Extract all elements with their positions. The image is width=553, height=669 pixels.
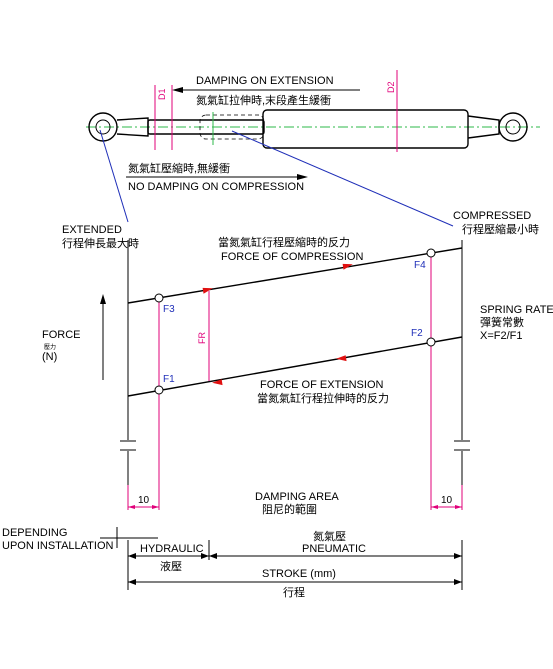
damping-on-extension-label: DAMPING ON EXTENSION bbox=[196, 75, 334, 87]
dim-left-arrow-b bbox=[152, 505, 159, 509]
right-eyelet-hole bbox=[505, 119, 521, 135]
d2-label: D2 bbox=[386, 81, 396, 93]
extended-cn-label: 行程伸長最大時 bbox=[62, 236, 139, 250]
compressed-label: COMPRESSED bbox=[453, 210, 531, 222]
f3-label: F3 bbox=[163, 304, 175, 315]
f4-point bbox=[426, 248, 436, 258]
dim-left-arrow-a bbox=[128, 505, 135, 509]
f4-label: F4 bbox=[414, 260, 426, 271]
dim-right-arrow-b bbox=[455, 505, 462, 509]
piston-hidden bbox=[199, 114, 265, 140]
stroke-cn-label: 行程 bbox=[283, 586, 305, 599]
compression-direction-arrow-2 bbox=[342, 263, 353, 270]
extension-force-line bbox=[127, 336, 463, 397]
force-of-extension-label: FORCE OF EXTENSION bbox=[260, 379, 384, 391]
force-of-compression-label: FORCE OF COMPRESSION bbox=[221, 251, 363, 263]
spring-rate-cn-label: 彈簧常數 bbox=[480, 315, 524, 329]
spring-rate-formula: X=F2/F1 bbox=[480, 330, 523, 342]
f1-point bbox=[154, 385, 164, 395]
pneumatic-arrow-b bbox=[454, 553, 462, 559]
force-of-extension-cn-label: 當氮氣缸行程拉伸時的反力 bbox=[257, 391, 389, 405]
compressed-cn-label: 行程壓縮最小時 bbox=[462, 222, 539, 236]
compression-direction-arrow-1 bbox=[202, 287, 213, 294]
compression-arrow-head bbox=[297, 174, 308, 180]
pneumatic-arrow-a bbox=[209, 553, 217, 559]
stroke-label: STROKE (mm) bbox=[262, 568, 336, 580]
force-axis-label: FORCE bbox=[42, 329, 81, 341]
damping-area-label: DAMPING AREA bbox=[255, 491, 339, 503]
dim-left-label: 10 bbox=[138, 495, 150, 506]
depending-label-line2: UPON INSTALLATION bbox=[2, 540, 114, 552]
damping-on-extension-cn-label: 氮氣缸拉伸時,末段產生緩衝 bbox=[196, 93, 331, 107]
hydraulic-arrow-b bbox=[201, 553, 209, 559]
cylinder-body bbox=[262, 109, 469, 149]
hydraulic-label: HYDRAULIC bbox=[140, 543, 204, 555]
extended-label: EXTENDED bbox=[62, 224, 122, 236]
no-damping-cn-label: 氮氣缸壓縮時,無緩衝 bbox=[128, 161, 230, 175]
extension-direction-arrow-2 bbox=[336, 355, 347, 362]
stroke-arrow-b bbox=[454, 579, 462, 585]
pneumatic-cn-label: 氮氣壓 bbox=[313, 529, 346, 543]
depending-label-line1: DEPENDING bbox=[2, 527, 67, 539]
compression-force-line bbox=[127, 247, 463, 304]
f1-label: F1 bbox=[163, 374, 175, 385]
hydraulic-cn-label: 液壓 bbox=[160, 559, 182, 573]
fr-label: FR bbox=[197, 332, 207, 344]
stroke-arrow-a bbox=[128, 579, 136, 585]
force-of-compression-cn-label: 當氮氣缸行程壓縮時的反力 bbox=[218, 235, 350, 249]
dim-right-label: 10 bbox=[441, 495, 453, 506]
piston-rod bbox=[147, 119, 265, 135]
damping-area-cn-label: 阻尼的範圍 bbox=[262, 502, 317, 516]
hydraulic-arrow-a bbox=[128, 553, 136, 559]
force-axis-cn-label: 壓力 bbox=[44, 343, 56, 351]
body-end-fitting bbox=[467, 115, 500, 139]
force-axis-unit: (N) bbox=[42, 351, 57, 363]
compressed-leader-line bbox=[231, 130, 454, 227]
extension-direction-arrow-1 bbox=[212, 379, 223, 386]
force-axis-arrow-head bbox=[100, 294, 106, 304]
f2-label: F2 bbox=[411, 328, 423, 339]
dim-right-arrow-a bbox=[431, 505, 438, 509]
f3-point bbox=[154, 293, 164, 303]
pneumatic-label: PNEUMATIC bbox=[302, 543, 366, 555]
left-eyelet-hole bbox=[95, 119, 111, 135]
extended-leader-line bbox=[99, 129, 129, 223]
gas-spring-drawing bbox=[86, 70, 540, 152]
extension-arrow-head bbox=[172, 87, 183, 93]
f2-point bbox=[426, 337, 436, 347]
d1-label: D1 bbox=[157, 88, 167, 100]
no-damping-label: NO DAMPING ON COMPRESSION bbox=[128, 181, 304, 193]
spring-rate-label: SPRING RATE bbox=[480, 304, 553, 316]
